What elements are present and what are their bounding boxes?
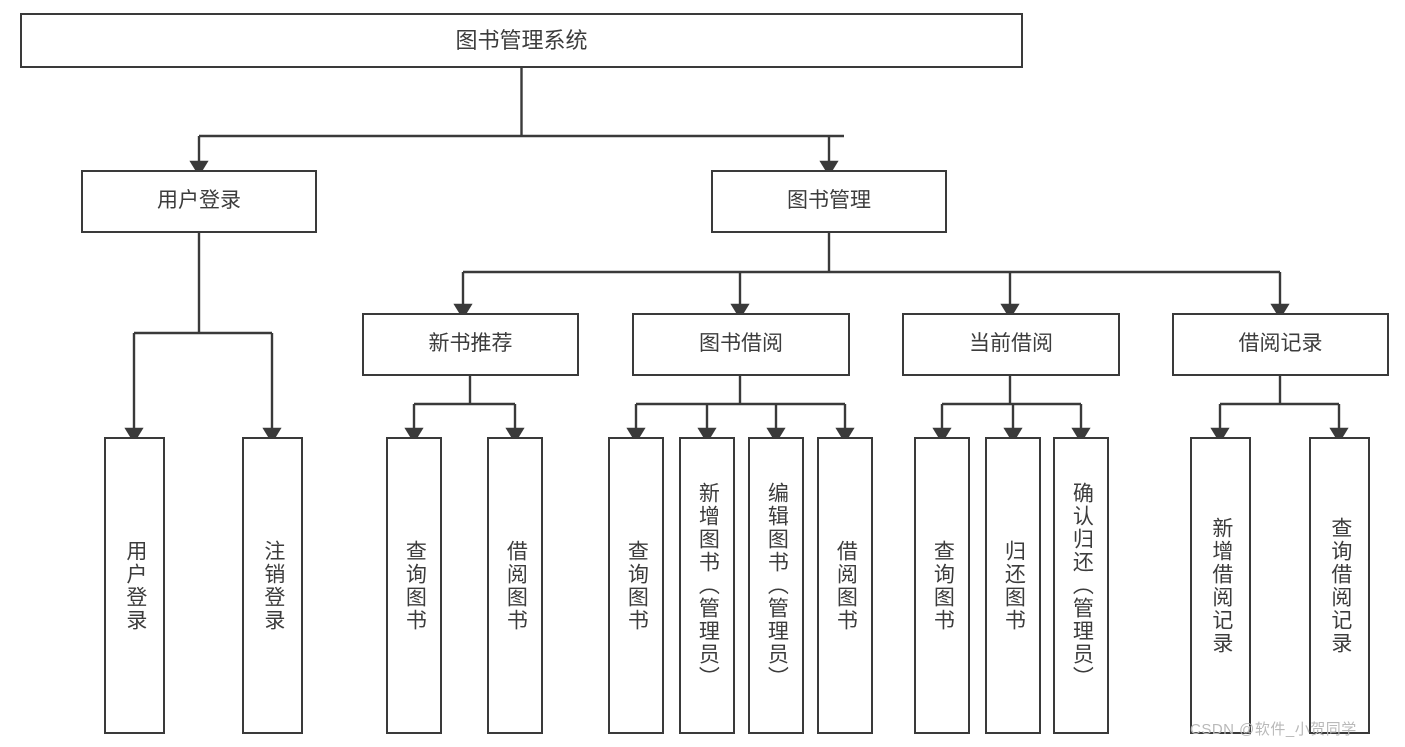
leaf-node[interactable]: 借阅图书 [487,437,543,734]
node-borrow-records-label: 借阅记录 [1238,332,1323,356]
node-current-borrow[interactable]: 当前借阅 [902,313,1120,376]
leaf-node-label: 借阅图书 [504,539,528,632]
node-new-book-recommend[interactable]: 新书推荐 [362,313,579,376]
watermark: CSDN @软件_小贺同学 [1190,721,1357,738]
leaf-node-label: 查询图书 [625,539,649,632]
leaf-node-label: 用户登录 [123,539,147,632]
node-root[interactable]: 图书管理系统 [20,13,1023,68]
leaf-node[interactable]: 查询图书 [914,437,970,734]
leaf-node-label: 新增图书（管理员） [696,482,720,689]
node-book-borrow[interactable]: 图书借阅 [632,313,850,376]
leaf-node[interactable]: 编辑图书（管理员） [748,437,804,734]
leaf-node[interactable]: 查询图书 [386,437,442,734]
leaf-node-label: 新增借阅记录 [1209,516,1233,655]
leaf-node[interactable]: 确认归还（管理员） [1053,437,1109,734]
node-borrow-records[interactable]: 借阅记录 [1172,313,1389,376]
node-book-management[interactable]: 图书管理 [711,170,947,233]
leaf-node-label: 确认归还（管理员） [1070,482,1094,689]
leaf-node-label: 查询图书 [931,539,955,632]
leaf-node[interactable]: 新增借阅记录 [1190,437,1251,734]
leaf-node-label: 归还图书 [1002,539,1026,632]
leaf-node-label: 编辑图书（管理员） [765,482,789,689]
leaf-node-label: 借阅图书 [834,539,858,632]
node-book-borrow-label: 图书借阅 [699,332,783,356]
node-root-label: 图书管理系统 [455,27,588,53]
leaf-node[interactable]: 归还图书 [985,437,1041,734]
leaf-node[interactable]: 借阅图书 [817,437,873,734]
leaf-node-label: 查询图书 [403,539,427,632]
node-current-borrow-label: 当前借阅 [969,332,1053,356]
leaf-node[interactable]: 注销登录 [242,437,303,734]
leaf-node-label: 查询借阅记录 [1328,516,1352,655]
leaf-node[interactable]: 新增图书（管理员） [679,437,735,734]
node-new-book-recommend-label: 新书推荐 [428,332,513,356]
node-user-login-label: 用户登录 [157,189,241,213]
leaf-node-label: 注销登录 [261,539,285,632]
leaf-node[interactable]: 查询图书 [608,437,664,734]
leaf-node[interactable]: 用户登录 [104,437,165,734]
node-user-login[interactable]: 用户登录 [81,170,317,233]
leaf-node[interactable]: 查询借阅记录 [1309,437,1370,734]
node-book-management-label: 图书管理 [787,189,871,213]
